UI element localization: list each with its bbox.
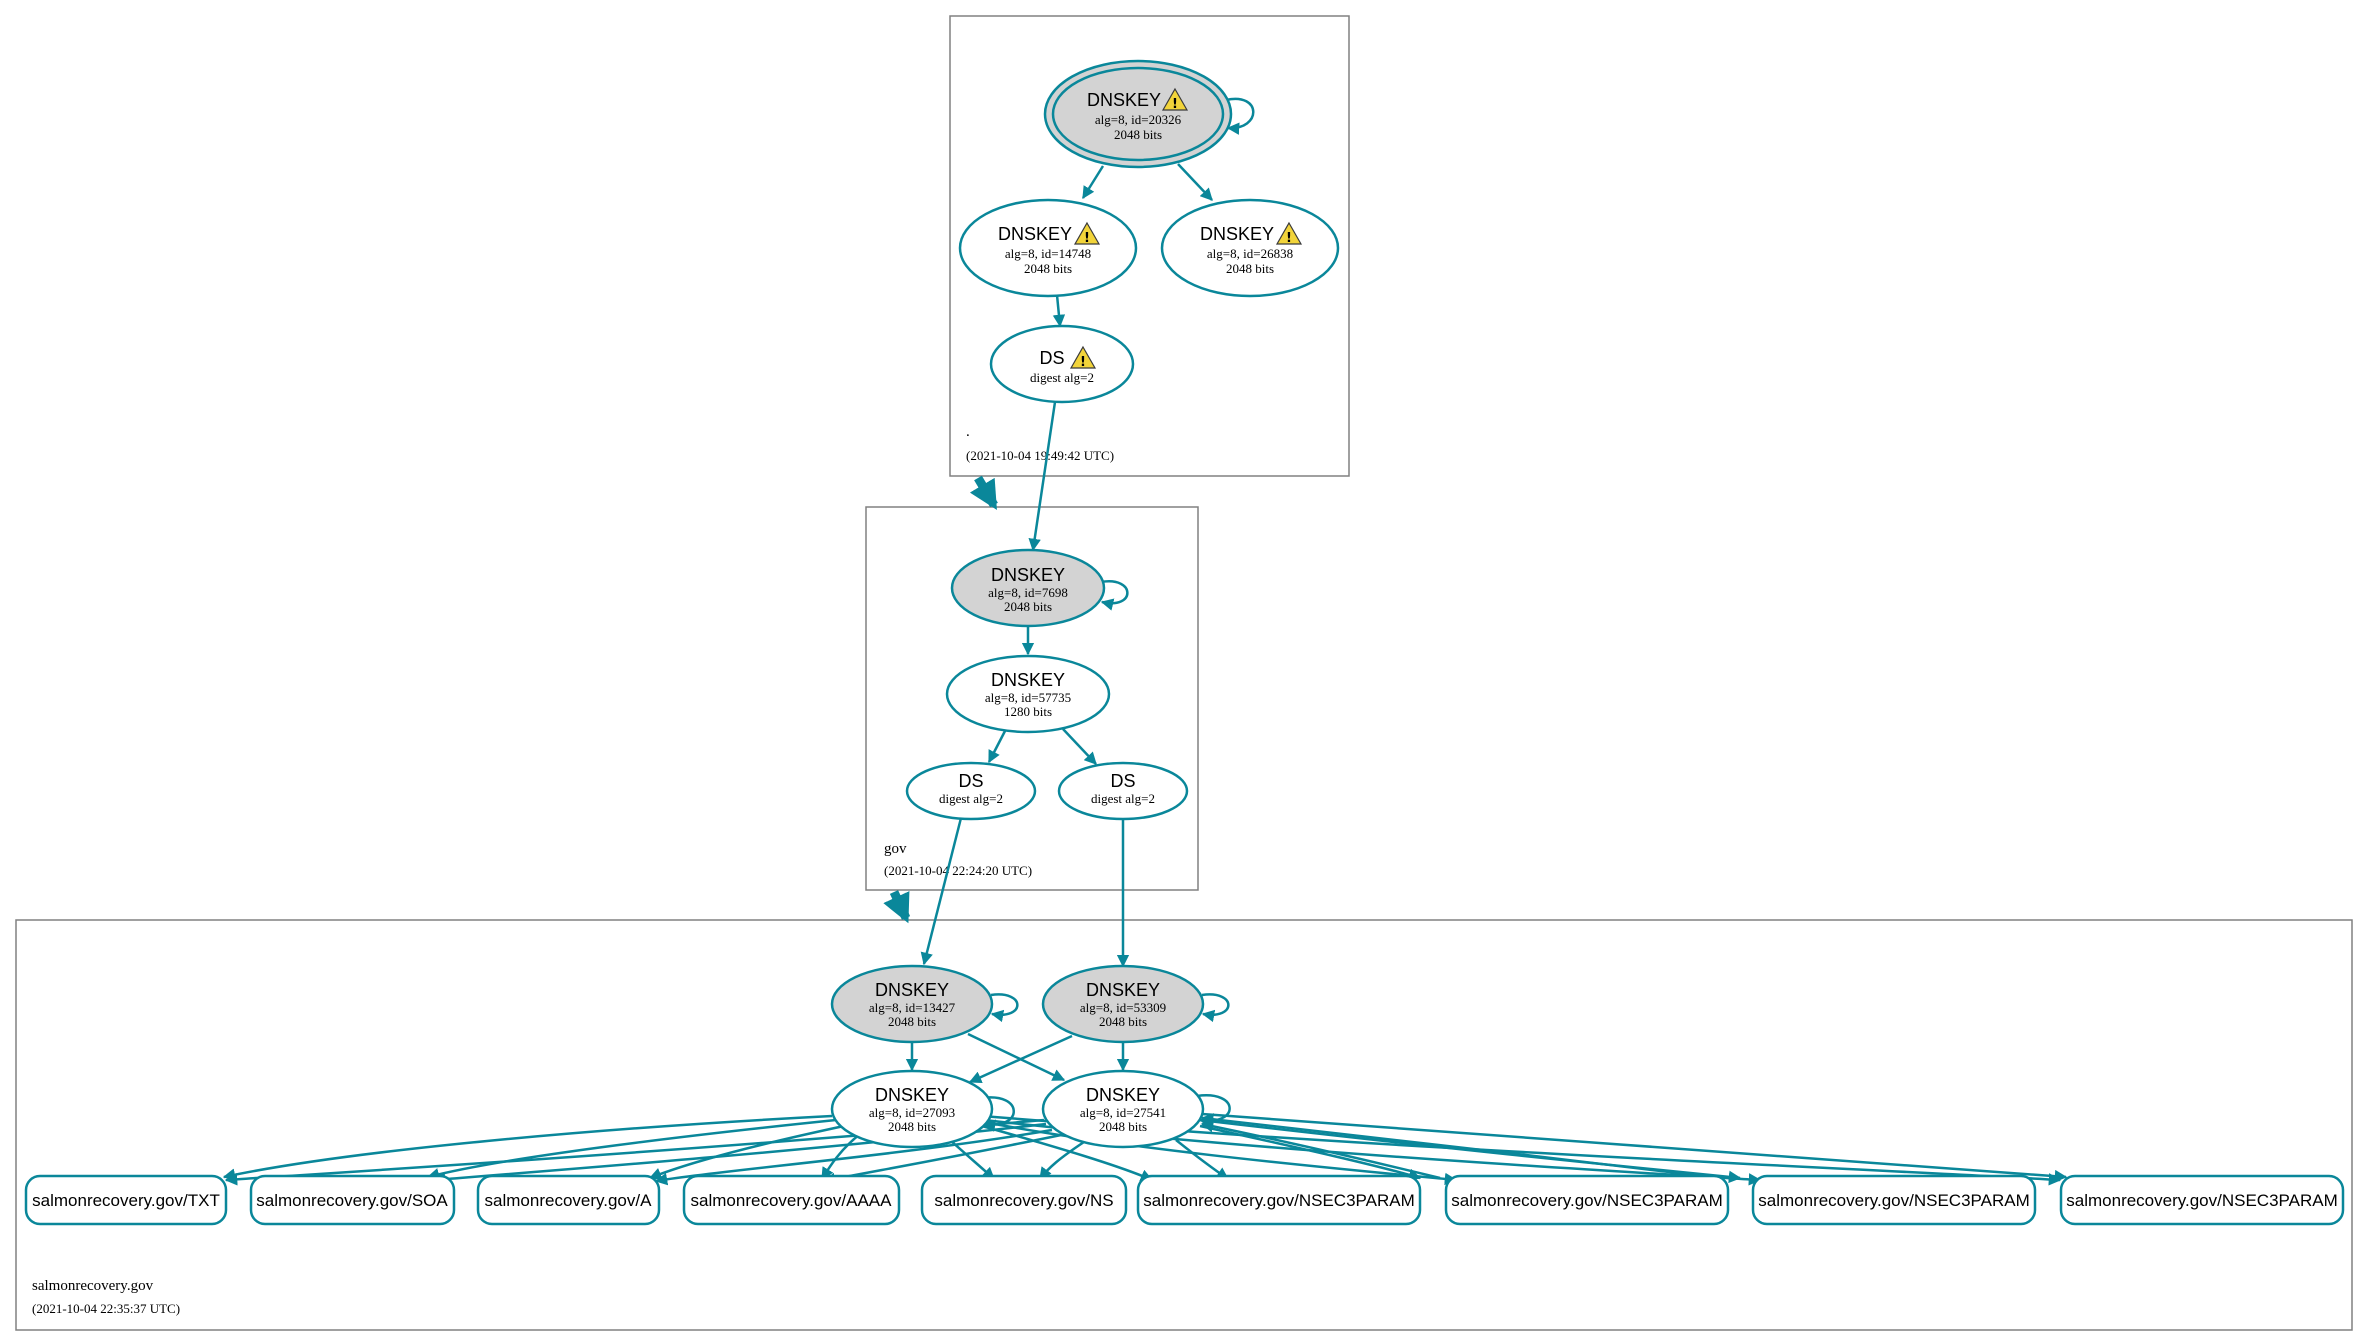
node-root-ksk[interactable]: DNSKEY alg=8, id=20326 2048 bits — [1043, 59, 1233, 169]
rrset-nsec3param-3[interactable]: salmonrecovery.gov/NSEC3PARAM — [1751, 1174, 2037, 1226]
node-type-label: DS — [958, 771, 983, 791]
node-detail-line1: alg=8, id=14748 — [1005, 246, 1091, 261]
node-detail-line1: alg=8, id=53309 — [1080, 1000, 1166, 1015]
edge-root-ds-to-gov-ksk — [1028, 401, 1057, 552]
edge-self-gov-ksk — [1100, 580, 1129, 611]
node-detail-line2: 2048 bits — [1024, 261, 1072, 276]
rrset-txt[interactable]: salmonrecovery.gov/TXT — [24, 1174, 228, 1226]
zone-salmonrecovery-name: salmonrecovery.gov — [32, 1278, 154, 1294]
rrset-nsec3param-2[interactable]: salmonrecovery.gov/NSEC3PARAM — [1444, 1174, 1730, 1226]
rrset-label: salmonrecovery.gov/NSEC3PARAM — [2066, 1191, 2337, 1210]
rrset-aaaa[interactable]: salmonrecovery.gov/AAAA — [682, 1174, 901, 1226]
edge-gov-ds1-to-sal-ksk1 — [920, 817, 963, 966]
node-detail-line1: digest alg=2 — [939, 791, 1003, 806]
node-detail-line2: 2048 bits — [1099, 1119, 1147, 1134]
rrset-label: salmonrecovery.gov/NS — [934, 1191, 1113, 1210]
rrset-label: salmonrecovery.gov/SOA — [256, 1191, 448, 1210]
zone-salmonrecovery-box — [15, 919, 2353, 1331]
node-type-label: DNSKEY — [875, 980, 949, 1000]
rrset-label: salmonrecovery.gov/TXT — [32, 1191, 220, 1210]
node-detail-line2: 2048 bits — [1099, 1014, 1147, 1029]
node-type-label: DNSKEY — [1086, 1085, 1160, 1105]
rrset-a[interactable]: salmonrecovery.gov/A — [476, 1174, 661, 1226]
node-root-ds[interactable]: DS digest alg=2 — [989, 324, 1135, 404]
node-detail-line1: digest alg=2 — [1091, 791, 1155, 806]
rrset-label: salmonrecovery.gov/NSEC3PARAM — [1758, 1191, 2029, 1210]
node-type-label: DNSKEY — [875, 1085, 949, 1105]
node-salmonrecovery-zsk-27541[interactable]: DNSKEY alg=8, id=27541 2048 bits — [1041, 1069, 1205, 1149]
node-type-label: DNSKEY — [998, 224, 1072, 244]
node-detail-line1: alg=8, id=27541 — [1080, 1105, 1166, 1120]
rrset-label: salmonrecovery.gov/NSEC3PARAM — [1451, 1191, 1722, 1210]
node-type-label: DS — [1039, 348, 1064, 368]
rrset-nsec3param-1[interactable]: salmonrecovery.gov/NSEC3PARAM — [1136, 1174, 1422, 1226]
node-detail-line2: 1280 bits — [1004, 704, 1052, 719]
node-detail-line2: 2048 bits — [1114, 127, 1162, 142]
zone-root-name: . — [966, 424, 970, 440]
node-type-label: DNSKEY — [1086, 980, 1160, 1000]
node-detail-line1: alg=8, id=26838 — [1207, 246, 1293, 261]
node-type-label: DS — [1110, 771, 1135, 791]
node-gov-ds-2[interactable]: DS digest alg=2 — [1057, 761, 1189, 821]
zone-gov-timestamp: (2021-10-04 22:24:20 UTC) — [884, 863, 1032, 878]
node-detail-line1: digest alg=2 — [1030, 370, 1094, 385]
zone-salmonrecovery-timestamp: (2021-10-04 22:35:37 UTC) — [32, 1301, 180, 1316]
zone-gov-box — [865, 506, 1199, 891]
node-root-zsk-26838[interactable]: DNSKEY alg=8, id=26838 2048 bits — [1160, 198, 1340, 298]
delegation-arrow-root-gov — [969, 475, 998, 510]
rrset-label: salmonrecovery.gov/AAAA — [691, 1191, 893, 1210]
rrset-soa[interactable]: salmonrecovery.gov/SOA — [249, 1174, 456, 1226]
node-root-zsk-14748[interactable]: DNSKEY alg=8, id=14748 2048 bits — [958, 198, 1138, 298]
node-detail-line1: alg=8, id=13427 — [869, 1000, 956, 1015]
node-gov-zsk[interactable]: DNSKEY alg=8, id=57735 1280 bits — [945, 654, 1111, 734]
node-gov-ds-1[interactable]: DS digest alg=2 — [905, 761, 1037, 821]
zone-root-timestamp: (2021-10-04 19:49:42 UTC) — [966, 448, 1114, 463]
rrset-label: salmonrecovery.gov/NSEC3PARAM — [1143, 1191, 1414, 1210]
node-detail-line1: alg=8, id=7698 — [988, 585, 1068, 600]
delegation-arrow-gov-salmonrecovery — [883, 890, 911, 924]
node-detail-line2: 2048 bits — [888, 1014, 936, 1029]
edge-self-root-ksk — [1225, 97, 1255, 135]
node-salmonrecovery-ksk-53309[interactable]: DNSKEY alg=8, id=53309 2048 bits — [1041, 964, 1205, 1044]
node-detail-line2: 2048 bits — [1226, 261, 1274, 276]
node-type-label: DNSKEY — [1087, 90, 1161, 110]
node-detail-line1: alg=8, id=20326 — [1095, 112, 1182, 127]
node-type-label: DNSKEY — [991, 565, 1065, 585]
rrset-label: salmonrecovery.gov/A — [485, 1191, 653, 1210]
node-type-label: DNSKEY — [1200, 224, 1274, 244]
node-salmonrecovery-ksk-13427[interactable]: DNSKEY alg=8, id=13427 2048 bits — [830, 964, 994, 1044]
node-type-label: DNSKEY — [991, 670, 1065, 690]
node-gov-ksk[interactable]: DNSKEY alg=8, id=7698 2048 bits — [950, 548, 1106, 628]
node-detail-line1: alg=8, id=27093 — [869, 1105, 955, 1120]
rrset-nsec3param-4[interactable]: salmonrecovery.gov/NSEC3PARAM — [2059, 1174, 2345, 1226]
node-detail-line2: 2048 bits — [888, 1119, 936, 1134]
zone-root-box — [949, 15, 1350, 477]
node-detail-line1: alg=8, id=57735 — [985, 690, 1071, 705]
node-salmonrecovery-zsk-27093[interactable]: DNSKEY alg=8, id=27093 2048 bits — [830, 1069, 994, 1149]
node-detail-line2: 2048 bits — [1004, 599, 1052, 614]
rrset-ns[interactable]: salmonrecovery.gov/NS — [920, 1174, 1128, 1226]
zone-gov-name: gov — [884, 841, 907, 857]
